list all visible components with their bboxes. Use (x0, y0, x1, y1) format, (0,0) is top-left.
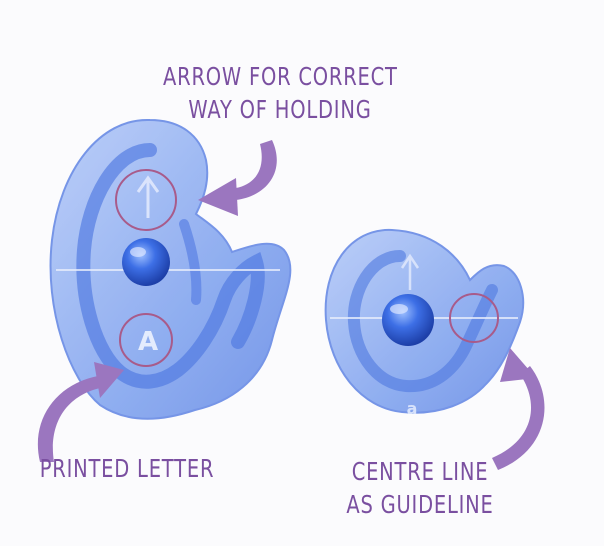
printed-letter-annotation: PRINTED LETTER (28, 452, 226, 485)
arrow-annotation-line2: WAY OF HOLDING (188, 95, 372, 124)
centre-line-annotation: CENTRE LINE AS GUIDELINE (311, 455, 529, 521)
arrow-highlight-circle (115, 169, 177, 231)
printed-letter-text: PRINTED LETTER (39, 454, 215, 483)
small-cutter-embossed-arrow (400, 253, 420, 290)
small-letter-cutter: a (324, 228, 525, 418)
large-cutter-stem (179, 219, 202, 305)
small-cutter-knob (382, 294, 434, 346)
letter-highlight-circle (119, 313, 173, 367)
large-cutter-printed-letter: A (138, 327, 158, 357)
pointer-arrow-to-arrow-icon (198, 140, 277, 216)
arrow-annotation: ARROW FOR CORRECT WAY OF HOLDING (163, 60, 397, 126)
centre-line-line1: CENTRE LINE (351, 457, 489, 486)
small-cutter-inner-wall (347, 250, 498, 393)
small-cutter-printed-letter: a (407, 399, 418, 418)
large-letter-cutter: A (49, 118, 292, 420)
pointer-arrow-to-printed-letter (37, 362, 124, 462)
arrow-annotation-line1: ARROW FOR CORRECT (163, 62, 398, 91)
large-cutter-embossed-arrow (136, 175, 160, 218)
large-cutter-inner-wall (76, 143, 265, 389)
large-cutter-knob (122, 238, 170, 286)
centre-line-line2: AS GUIDELINE (346, 490, 494, 519)
pointer-arrow-to-centre-line (492, 348, 545, 470)
centre-line-highlight-circle (449, 293, 499, 343)
